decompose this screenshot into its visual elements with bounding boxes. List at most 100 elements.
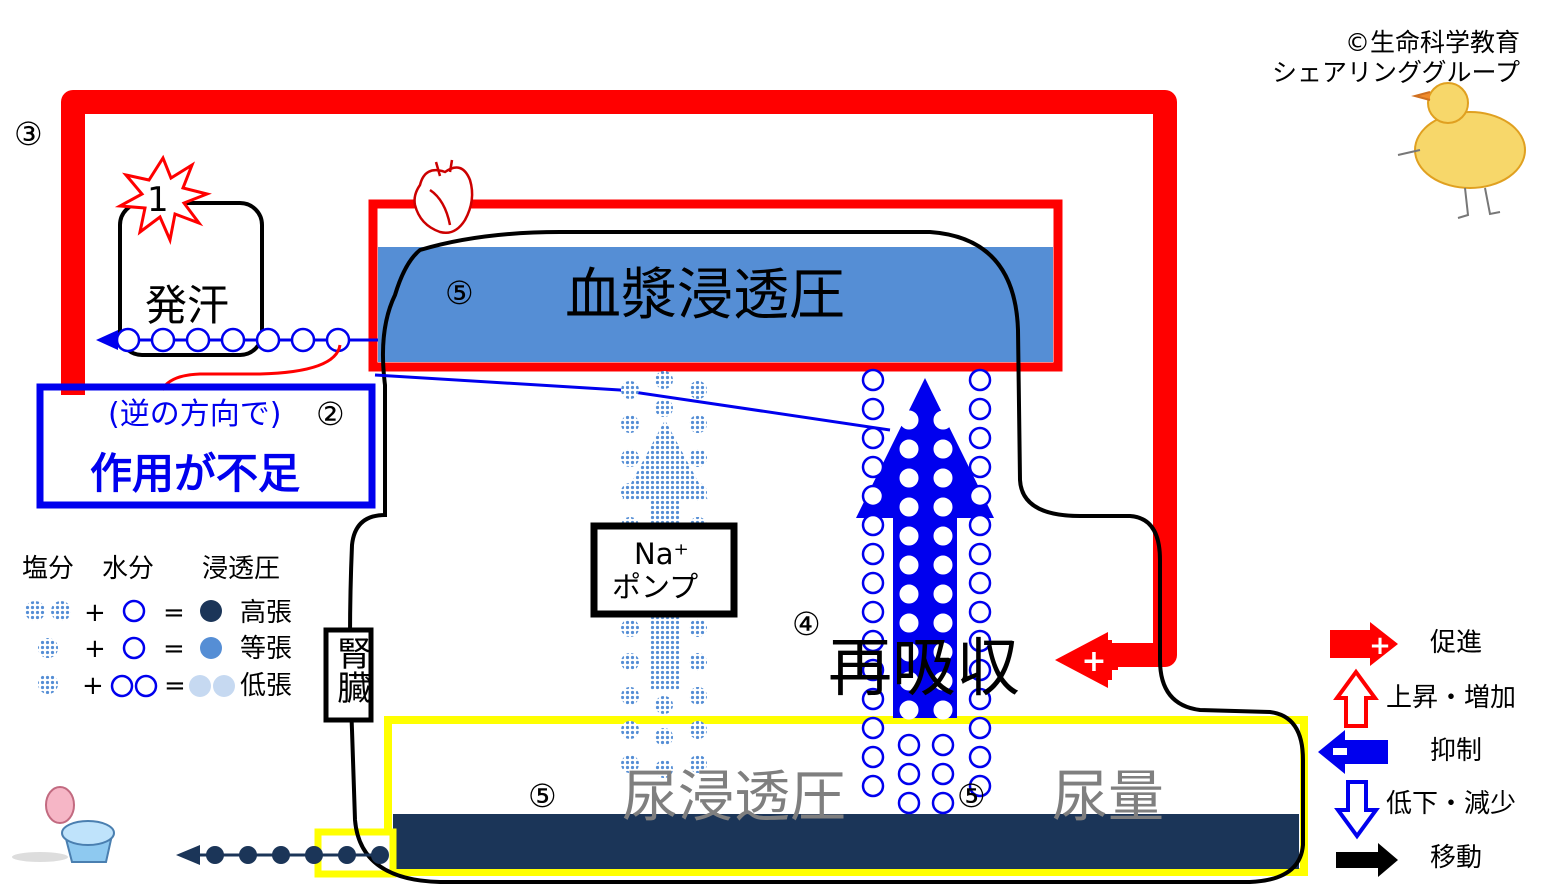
water-circle: [968, 368, 992, 392]
salt-symbol: [25, 601, 45, 621]
water-dot-in-arrow: [973, 547, 987, 561]
urine-dot: [338, 846, 356, 864]
legend-promote-label: 促進: [1430, 628, 1483, 658]
plasma-osmotic-pressure-label: 血漿浸透圧: [565, 263, 845, 328]
salt-dot: [689, 449, 707, 467]
water-circle: [861, 426, 885, 450]
water-dot-in-arrow: [933, 642, 953, 662]
urine-dot: [371, 846, 389, 864]
salt-dot: [621, 415, 639, 433]
salt-dot: [655, 728, 673, 746]
legend-promote-arrow-icon: [1330, 622, 1398, 666]
water-dot-in-arrow: [933, 700, 953, 720]
water-dot-in-arrow: [899, 671, 919, 691]
plasma-band: [378, 247, 1053, 362]
water-dot-in-arrow: [973, 663, 987, 677]
salt-dot: [689, 755, 707, 773]
sweat-water-arrowhead: [96, 330, 118, 350]
hormone-box: [36, 383, 376, 509]
salt-dot: [621, 721, 639, 739]
urine-outflow-dots: [200, 846, 389, 864]
water-circle: [968, 716, 992, 740]
water-circle: [861, 745, 885, 769]
water-dot-in-arrow: [866, 634, 880, 648]
water-dot-in-arrow: [899, 700, 919, 720]
legend-plus-3: +: [82, 671, 104, 701]
water-circle: [861, 397, 885, 421]
water-circle: [968, 397, 992, 421]
water-circle: [861, 484, 885, 508]
water-circle: [220, 327, 246, 353]
sweat-box: [118, 201, 264, 357]
heart-icon: [413, 159, 474, 234]
salt-dot: [621, 687, 639, 705]
urine-dot: [206, 846, 224, 864]
water-circle-columns: [861, 368, 992, 815]
water-dot-in-arrow: [866, 576, 880, 590]
legend-plus-2: +: [84, 634, 106, 664]
water-dot-in-arrow: [899, 584, 919, 604]
salt-dot: [689, 381, 707, 399]
legend-hypertonic: 高張: [240, 598, 293, 628]
water-dot-in-arrow: [866, 518, 880, 532]
na-pump-label-line-1: Na⁺: [634, 537, 689, 571]
salt-dot: [621, 755, 639, 773]
salt-dot: [621, 381, 639, 399]
water-dot-in-arrow: [866, 547, 880, 561]
water-circle: [968, 774, 992, 798]
marker-5-urine-osmo: ⑤: [528, 777, 557, 815]
marker-3: ③: [14, 115, 43, 153]
legend-eq-1: =: [163, 598, 185, 628]
salt-dot: [689, 619, 707, 637]
water-circle: [255, 327, 281, 353]
urine-outflow-arrowhead: [176, 845, 200, 865]
urine-dot: [305, 846, 323, 864]
osmotic-legend-symbols: [25, 599, 235, 698]
water-symbol: [122, 599, 146, 623]
water-dot-in-arrow: [973, 518, 987, 532]
water-circle: [968, 455, 992, 479]
legend-eq-3: =: [164, 671, 186, 701]
water-circle: [150, 327, 176, 353]
insufficient-action-label: 作用が不足: [90, 449, 301, 498]
svg-text:+: +: [1369, 631, 1391, 661]
legend-isotonic: 等張: [240, 634, 293, 664]
water-dot-in-arrow: [933, 555, 953, 575]
reverse-direction-label: (逆の方向で): [108, 397, 282, 432]
water-circle: [861, 774, 885, 798]
legend-header-salt: 塩分: [22, 554, 75, 584]
sweat-label: 発汗: [145, 281, 230, 330]
water-symbol: [110, 674, 134, 698]
water-dot-in-arrow: [899, 410, 919, 430]
water-dot-in-arrow: [899, 468, 919, 488]
water-symbol: [134, 674, 158, 698]
water-circle: [931, 733, 955, 757]
salt-dot: [689, 653, 707, 671]
legend-plus-1: +: [84, 598, 106, 628]
legend-increase-label: 上昇・増加: [1386, 683, 1517, 713]
hypotonic-symbol: [189, 675, 211, 697]
kidney-label: 腎臓: [330, 636, 371, 704]
salt-dot: [689, 687, 707, 705]
na-pump-label-line-2: ポンプ: [612, 570, 699, 604]
reabsorption-arrow: [856, 378, 994, 718]
urine-dot: [239, 846, 257, 864]
legend-decrease-arrow-icon: [1334, 780, 1380, 840]
marker-5-plasma: ⑤: [445, 274, 474, 312]
water-circle: [931, 791, 955, 815]
promote-plus-icon: +: [1081, 644, 1106, 679]
water-dot-in-arrow: [933, 497, 953, 517]
water-dot-in-arrow: [899, 613, 919, 633]
marker-5-urine-volume: ⑤: [957, 777, 986, 815]
water-dot-in-arrow: [973, 576, 987, 590]
salt-dot: [621, 449, 639, 467]
water-circle: [290, 327, 316, 353]
water-dot-in-arrow: [899, 526, 919, 546]
urine-dot: [272, 846, 290, 864]
hypotonic-symbol: [213, 675, 235, 697]
feedback-loop-red: [61, 90, 1177, 667]
salt-dot: [621, 653, 639, 671]
urine-band: [393, 814, 1299, 869]
water-dot-in-arrow: [933, 410, 953, 430]
